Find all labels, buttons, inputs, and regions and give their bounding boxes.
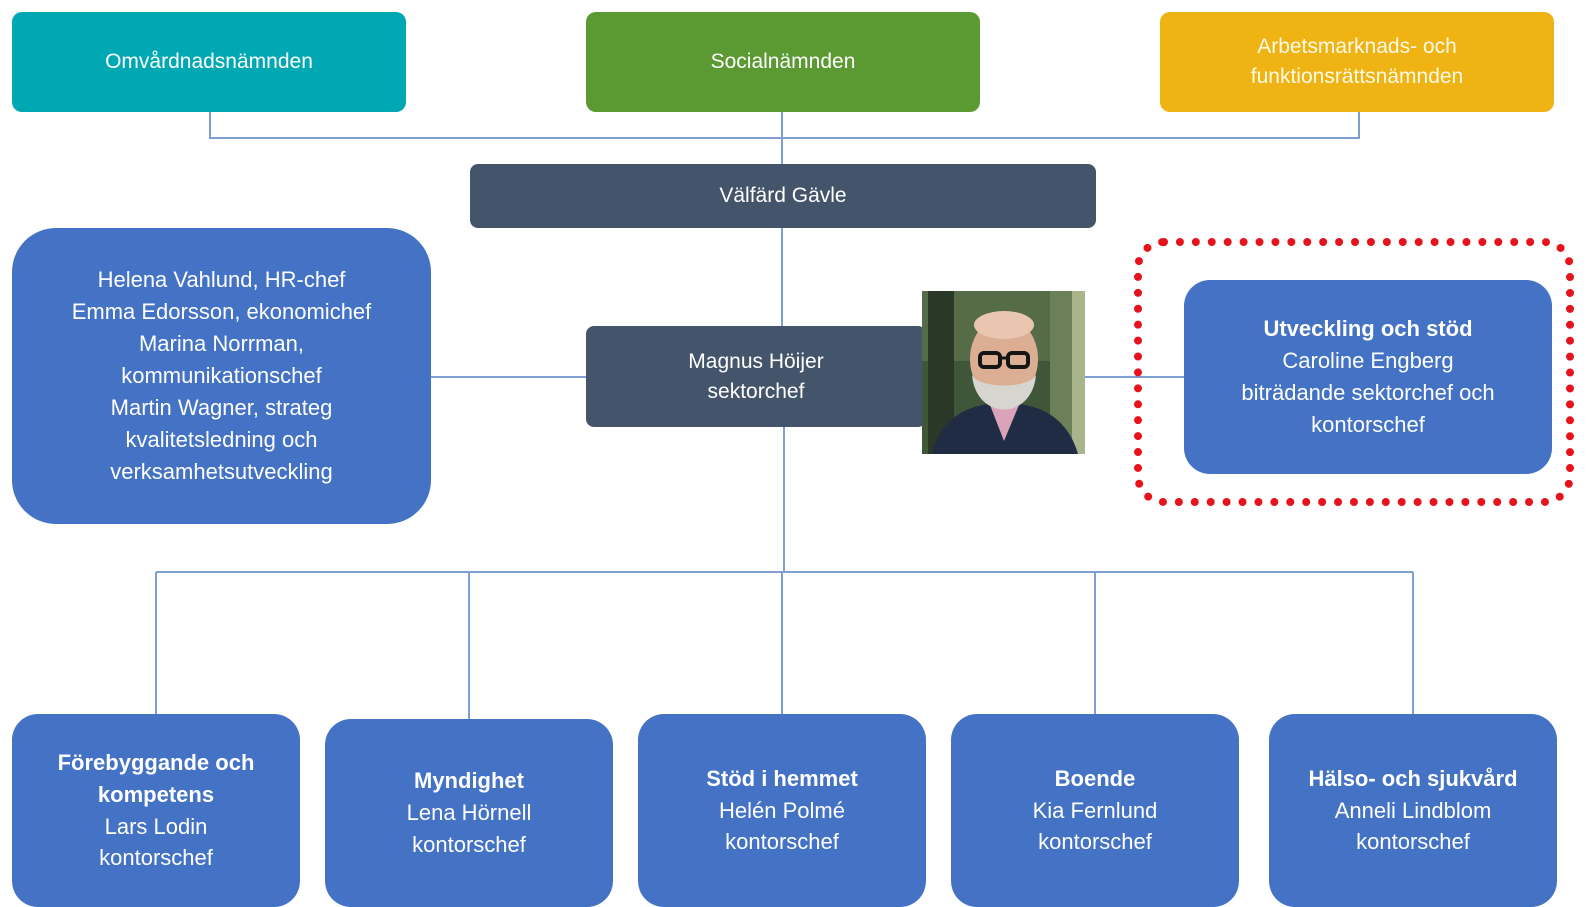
office-title: Hälso- och sjukvård <box>1308 765 1518 791</box>
sector-head-title: sektorchef <box>707 379 805 403</box>
office-manager-role: kontorschef <box>725 829 839 855</box>
office-title: Boende <box>1054 765 1136 791</box>
board-omvardnadsnamnden: Omvårdnadsnämnden <box>12 12 406 112</box>
support-unit-line: biträdande sektorchef och <box>1241 380 1495 405</box>
office-box: Boende Kia Fernlund kontorschef <box>951 714 1239 907</box>
organization-label: Välfärd Gävle <box>719 184 847 208</box>
staff-line: kvalitetsledning och <box>125 426 318 452</box>
office-manager-name: Lars Lodin <box>104 813 208 839</box>
staff-box: Helena Vahlund, HR-chef Emma Edorsson, e… <box>12 228 431 524</box>
office-manager-role: kontorschef <box>1038 829 1152 855</box>
board-socialnamnden-label: Socialnämnden <box>710 50 856 74</box>
staff-line: Helena Vahlund, HR-chef <box>97 267 346 293</box>
office-manager-name: Lena Hörnell <box>406 800 532 826</box>
board-arbetsmarknad: Arbetsmarknads- och funktionsrättsnämnde… <box>1160 12 1554 112</box>
office-box: Förebyggande och kompetens Lars Lodin ko… <box>12 714 300 907</box>
staff-line: Emma Edorsson, ekonomichef <box>71 299 372 325</box>
board-omvardnadsnamnden-label: Omvårdnadsnämnden <box>105 50 313 74</box>
sector-head-name: Magnus Höijer <box>688 349 824 373</box>
office-box: Hälso- och sjukvård Anneli Lindblom kont… <box>1269 714 1557 907</box>
staff-line: Marina Norrman, <box>138 331 305 357</box>
support-unit-line: Caroline Engberg <box>1282 348 1454 374</box>
portrait-photo <box>922 291 1085 454</box>
staff-line: verksamhetsutveckling <box>110 458 333 484</box>
office-box: Myndighet Lena Hörnell kontorschef <box>325 719 613 907</box>
support-unit-line: kontorschef <box>1311 411 1425 437</box>
support-unit-title: Utveckling och stöd <box>1263 316 1473 342</box>
highlight-dotted-frame <box>1134 238 1574 506</box>
board-socialnamnden: Socialnämnden <box>586 12 980 112</box>
office-box: Stöd i hemmet Helén Polmé kontorschef <box>638 714 926 907</box>
board-arbetsmarknad-label-line2: funktionsrättsnämnden <box>1250 65 1464 88</box>
staff-line: kommunikationschef <box>121 363 322 389</box>
office-manager-name: Kia Fernlund <box>1032 797 1158 823</box>
board-arbetsmarknad-label-line1: Arbetsmarknads- och <box>1257 35 1457 59</box>
organization-box: Välfärd Gävle <box>470 164 1096 228</box>
office-manager-role: kontorschef <box>412 831 526 857</box>
office-manager-role: kontorschef <box>1356 829 1470 855</box>
sector-head-box: Magnus Höijer sektorchef <box>586 326 926 427</box>
staff-line: Martin Wagner, strateg <box>110 394 333 420</box>
office-title: Förebyggande och <box>57 749 255 775</box>
office-manager-role: kontorschef <box>99 845 213 871</box>
office-manager-name: Helén Polmé <box>719 797 845 823</box>
office-title: kompetens <box>97 781 215 807</box>
office-title: Myndighet <box>414 768 524 794</box>
support-unit-box: Utveckling och stöd Caroline Engberg bit… <box>1184 280 1552 474</box>
office-title: Stöd i hemmet <box>706 765 858 791</box>
office-manager-name: Anneli Lindblom <box>1334 797 1492 823</box>
